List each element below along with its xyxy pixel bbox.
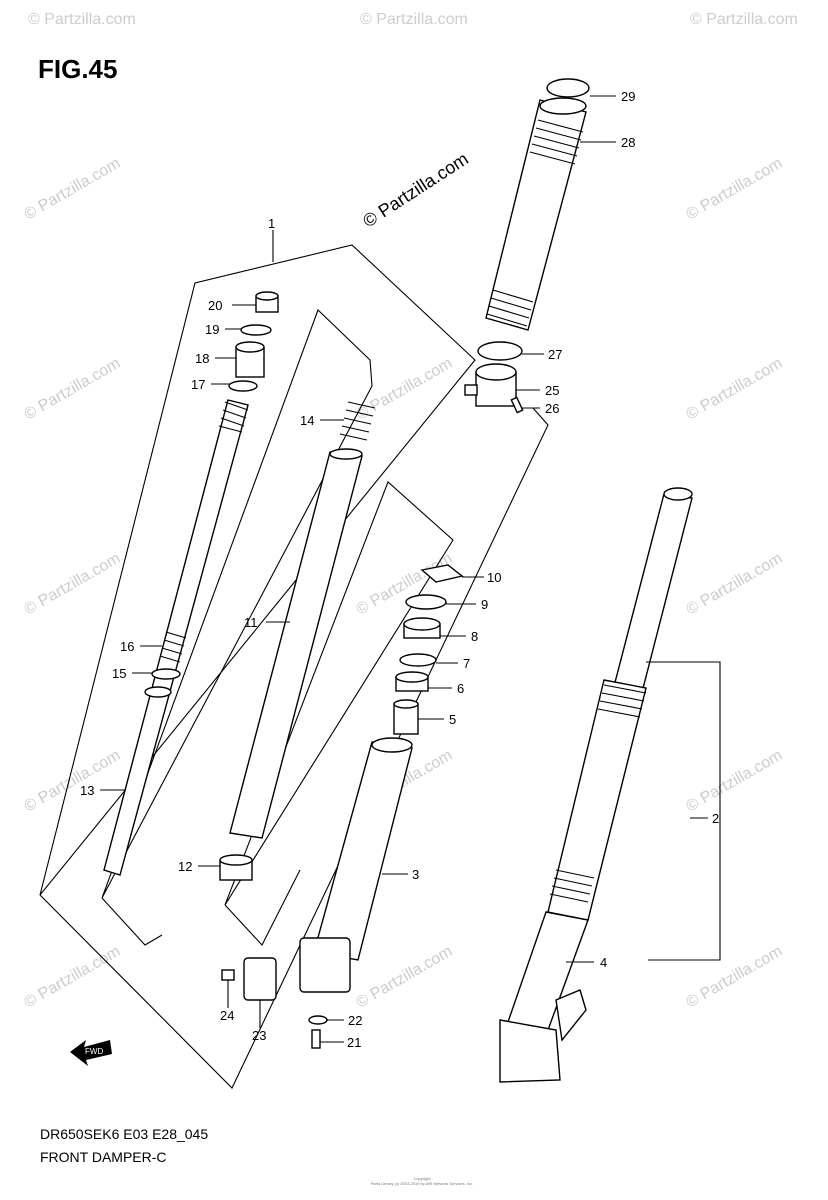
part-14-fork-spring	[339, 401, 376, 441]
part-19-o-ring	[240, 324, 272, 336]
copyright-line-2: Parts Library (c) 2003-2019 by ARI Netwo…	[370, 1181, 474, 1186]
fwd-label: FWD	[85, 1047, 103, 1056]
frame-inner-tube	[224, 481, 454, 906]
part-3-outer-tube	[299, 737, 413, 993]
watermark: © Partzilla.com	[22, 355, 124, 424]
frame-assembly-1-right	[39, 407, 549, 1089]
part-8-oil-seal	[403, 617, 441, 639]
callout-10: 10	[487, 570, 501, 585]
callout-2: 2	[712, 811, 719, 826]
callout-29: 29	[621, 89, 635, 104]
figure-title: FIG.45	[38, 54, 118, 84]
callout-21: 21	[347, 1035, 361, 1050]
part-6-guide-bushing	[395, 671, 429, 692]
callout-18: 18	[195, 351, 209, 366]
diagram-name: FRONT DAMPER-C	[40, 1149, 167, 1165]
part-28-fork-boot	[485, 97, 587, 331]
part-29-clip	[546, 78, 590, 98]
part-23-axle-holder	[243, 957, 277, 1001]
frame-inner-bottom	[101, 897, 163, 946]
callout-13: 13	[80, 783, 94, 798]
part-7-washer	[399, 653, 437, 667]
part-10-dust-seal	[420, 564, 464, 583]
watermark: © Partzilla.com	[360, 11, 468, 28]
callout-23: 23	[252, 1028, 266, 1043]
watermark: © Partzilla.com	[22, 747, 124, 816]
callout-12: 12	[178, 859, 192, 874]
callout-24: 24	[220, 1008, 234, 1023]
callout-20: 20	[208, 298, 222, 313]
callout-15: 15	[112, 666, 126, 681]
frame-inner-tube-bottom	[224, 869, 301, 946]
part-24-nut	[221, 969, 235, 981]
watermark: © Partzilla.com	[684, 747, 786, 816]
callout-17: 17	[191, 377, 205, 392]
watermark: © Partzilla.com	[684, 943, 786, 1012]
callout-6: 6	[457, 681, 464, 696]
callouts: 1 2 3 4 5 6 7 8 9 10 11 12 13 14 15 16 1	[80, 89, 719, 1050]
part-2-fork-assembly	[547, 487, 693, 921]
watermark: © Partzilla.com	[684, 155, 786, 224]
callout-27: 27	[548, 347, 562, 362]
watermark: © Partzilla.com	[354, 943, 456, 1012]
callout-9: 9	[481, 597, 488, 612]
callout-7: 7	[463, 656, 470, 671]
part-20-cap-bolt	[255, 291, 279, 313]
bracket-2-4	[646, 661, 721, 961]
part-21-bolt	[311, 1029, 321, 1049]
watermark: © Partzilla.com	[690, 11, 798, 28]
callout-3: 3	[412, 867, 419, 882]
part-9-oil-seal-stopper	[405, 594, 447, 610]
watermark-main: © Partzilla.com	[359, 149, 472, 232]
part-11-inner-tube	[229, 448, 363, 839]
callout-25: 25	[545, 383, 559, 398]
callout-14: 14	[300, 413, 314, 428]
callout-28: 28	[621, 135, 635, 150]
callout-22: 22	[348, 1013, 362, 1028]
watermark: © Partzilla.com	[22, 155, 124, 224]
part-22-gasket	[308, 1015, 328, 1025]
watermark: © Partzilla.com	[22, 943, 124, 1012]
part-15-ring	[151, 668, 181, 680]
copyright-line-1: Copyright	[413, 1176, 431, 1181]
watermark: © Partzilla.com	[684, 550, 786, 619]
frame-inner-spring	[101, 309, 373, 899]
callout-16: 16	[120, 639, 134, 654]
part-27-band	[477, 341, 523, 361]
copyright-notice: Copyright Parts Library (c) 2003-2019 by…	[352, 1176, 492, 1186]
callout-11: 11	[244, 615, 258, 630]
watermark: © Partzilla.com	[22, 550, 124, 619]
callout-26: 26	[545, 401, 559, 416]
part-16-rebound-spring	[159, 631, 187, 663]
part-4-outer-tube-assembly	[499, 911, 589, 1083]
watermark: © Partzilla.com	[354, 355, 456, 424]
callout-1: 1	[268, 216, 275, 231]
callout-5: 5	[449, 712, 456, 727]
callout-19: 19	[205, 322, 219, 337]
model-code: DR650SEK6 E03 E28_045	[40, 1126, 209, 1142]
part-25-holder	[464, 363, 517, 407]
part-12-bushing	[219, 854, 253, 881]
watermark: © Partzilla.com	[684, 355, 786, 424]
fwd-direction-icon: FWD	[70, 1040, 112, 1066]
watermark: © Partzilla.com	[28, 11, 136, 28]
part-17-washer	[228, 380, 258, 392]
callout-8: 8	[471, 629, 478, 644]
part-13-piston-ring	[144, 686, 172, 698]
part-13-damper-rod	[103, 399, 249, 876]
part-18-spacer	[235, 341, 265, 378]
part-26-screw	[510, 396, 524, 414]
callout-4: 4	[600, 955, 607, 970]
part-5-slide-bushing	[393, 699, 419, 735]
